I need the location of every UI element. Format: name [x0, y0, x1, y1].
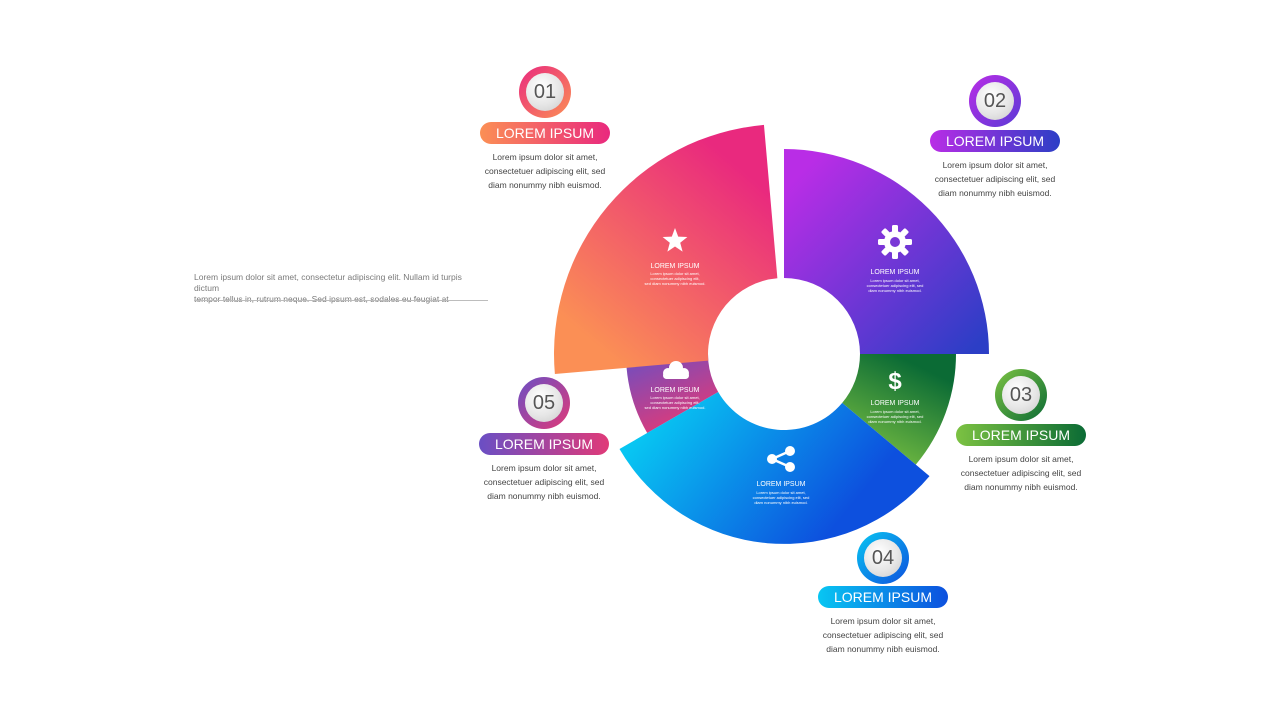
description-line: Lorem ipsum dolor sit amet,	[491, 463, 597, 473]
description-line: consectetuer adipiscing elit, sed	[483, 477, 605, 487]
segment-02-inner-line: diam nonummy nibh euismod.	[868, 288, 921, 293]
segment-04-inner-line: Lorem ipsum dolor sit amet,	[756, 490, 805, 495]
gear-icon	[878, 225, 912, 259]
description-line: diam nonummy nibh euismod.	[826, 644, 940, 654]
number-badge-05: 05	[518, 377, 570, 429]
segment-04	[619, 392, 930, 544]
cloud-icon	[663, 361, 689, 379]
description-01: Lorem ipsum dolor sit amet, consectetuer…	[465, 150, 625, 192]
segment-01-inner-line: consectetuer adipiscing elit,	[650, 276, 699, 281]
segment-01-inner-line: Lorem ipsum dolor sit amet,	[650, 271, 699, 276]
number-badge-01: 01	[519, 66, 571, 118]
description-04: Lorem ipsum dolor sit amet, consectetuer…	[803, 614, 963, 656]
segment-04-content: LOREM IPSUM Lorem ipsum dolor sit amet, …	[753, 446, 810, 505]
segment-03-inner-line: Lorem ipsum dolor sit amet,	[870, 409, 919, 414]
callout-02: 02 LOREM IPSUM Lorem ipsum dolor sit ame…	[915, 75, 1075, 200]
segment-03-content: $ LOREM IPSUM Lorem ipsum dolor sit amet…	[867, 368, 924, 424]
segment-05-inner-line: consectetuer adipiscing elit,	[650, 400, 699, 405]
segment-01-inner-line: sed diam nonummy nibh euismod.	[645, 281, 706, 286]
intro-divider	[194, 300, 488, 301]
segment-03	[842, 354, 957, 465]
callout-03: 03 LOREM IPSUM Lorem ipsum dolor sit ame…	[941, 369, 1101, 494]
dollar-icon: $	[888, 368, 902, 395]
callout-04: 04 LOREM IPSUM Lorem ipsum dolor sit ame…	[803, 532, 963, 656]
number-label: 02	[976, 82, 1014, 120]
description-line: Lorem ipsum dolor sit amet,	[968, 454, 1074, 464]
intro-line: tempor tellus in, rutrum neque. Sed ipsu…	[194, 294, 449, 304]
segment-03-inner-title: LOREM IPSUM	[870, 400, 919, 407]
title-pill-05: LOREM IPSUM	[479, 433, 609, 455]
segment-01-content: LOREM IPSUM Lorem ipsum dolor sit amet, …	[645, 228, 706, 286]
description-line: diam nonummy nibh euismod.	[938, 188, 1052, 198]
number-label: 04	[864, 539, 902, 577]
description-line: diam nonummy nibh euismod.	[487, 491, 601, 501]
segment-05-inner-line: Lorem ipsum dolor sit amet,	[650, 395, 699, 400]
description-line: consectetuer adipiscing elit, sed	[822, 630, 944, 640]
number-label: 05	[525, 384, 563, 422]
description-03: Lorem ipsum dolor sit amet, consectetuer…	[941, 452, 1101, 494]
segment-02-inner-line: Lorem ipsum dolor sit amet,	[870, 278, 919, 283]
description-line: consectetuer adipiscing elit, sed	[934, 174, 1056, 184]
intro-paragraph: Lorem ipsum dolor sit amet, consectetur …	[194, 272, 488, 305]
description-05: Lorem ipsum dolor sit amet, consectetuer…	[464, 461, 624, 503]
number-badge-02: 02	[969, 75, 1021, 127]
star-icon	[662, 228, 688, 252]
title-pill-02: LOREM IPSUM	[930, 130, 1060, 152]
description-line: consectetuer adipiscing elit, sed	[960, 468, 1082, 478]
title-pill-01: LOREM IPSUM	[480, 122, 610, 144]
number-badge-03: 03	[995, 369, 1047, 421]
callout-05: 05 LOREM IPSUM Lorem ipsum dolor sit ame…	[464, 377, 624, 503]
number-badge-04: 04	[857, 532, 909, 584]
description-line: diam nonummy nibh euismod.	[964, 482, 1078, 492]
segment-04-inner-title: LOREM IPSUM	[756, 481, 805, 488]
segment-05-content: LOREM IPSUM Lorem ipsum dolor sit amet, …	[645, 361, 706, 410]
description-line: consectetuer adipiscing elit, sed	[484, 166, 606, 176]
description-line: Lorem ipsum dolor sit amet,	[830, 616, 936, 626]
description-line: diam nonummy nibh euismod.	[488, 180, 602, 190]
description-line: Lorem ipsum dolor sit amet,	[942, 160, 1048, 170]
segment-02-content: LOREM IPSUM Lorem ipsum dolor sit amet, …	[867, 225, 924, 293]
segment-02-inner-title: LOREM IPSUM	[870, 269, 919, 276]
segment-04-inner-line: diam nonummy nibh euismod.	[754, 500, 807, 505]
segment-01	[554, 124, 778, 375]
title-pill-04: LOREM IPSUM	[818, 586, 948, 608]
segment-01-inner-title: LOREM IPSUM	[650, 263, 699, 270]
segment-05	[626, 354, 719, 433]
share-icon	[767, 446, 795, 472]
segment-02-inner-line: consectetuer adipiscing elit, sed	[867, 283, 924, 288]
segment-03-inner-line: consectetuer adipiscing elit, sed	[867, 414, 924, 419]
title-pill-03: LOREM IPSUM	[956, 424, 1086, 446]
segment-04-inner-line: consectetuer adipiscing elit, sed	[753, 495, 810, 500]
callout-01: 01 LOREM IPSUM Lorem ipsum dolor sit ame…	[465, 66, 625, 192]
number-label: 03	[1002, 376, 1040, 414]
intro-line: Lorem ipsum dolor sit amet, consectetur …	[194, 272, 462, 293]
description-line: Lorem ipsum dolor sit amet,	[492, 152, 598, 162]
segment-05-inner-title: LOREM IPSUM	[650, 387, 699, 394]
segment-05-inner-line: sed diam nonummy nibh euismod.	[645, 405, 706, 410]
number-label: 01	[526, 73, 564, 111]
description-02: Lorem ipsum dolor sit amet, consectetuer…	[915, 158, 1075, 200]
segment-03-inner-line: diam nonummy nibh euismod.	[868, 419, 921, 424]
